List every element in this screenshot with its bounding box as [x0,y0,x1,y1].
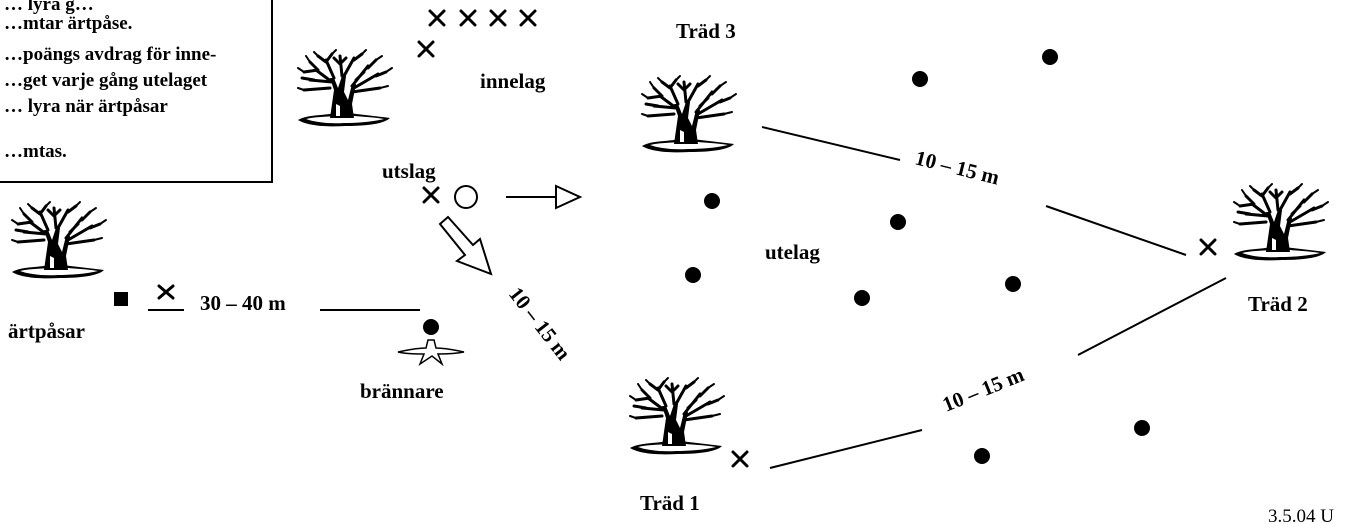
footer-text: 3.5.04 U [1268,506,1334,524]
tree-icon [1232,182,1330,262]
rules-line: … lyra när ärtpåsar [4,96,168,117]
player-cross-icon [428,9,446,27]
rules-line: … lyra g… [4,0,94,15]
beanbag-square-icon [114,292,128,306]
fielder-dot-icon [704,193,720,209]
batter-cross-icon [422,186,440,204]
distance-line [769,429,923,469]
base-cross-icon [1199,238,1217,256]
fielder-dot-icon [974,448,990,464]
player-cross-icon [459,9,477,27]
burner-player-icon [423,319,439,335]
rules-box: … lyra g… …mtar ärtpåse. …poängs avdrag … [0,0,273,183]
distance-line [1077,277,1227,356]
fielder-dot-icon [890,214,906,230]
beanbag-thrower-cross-icon [157,284,175,300]
trad2-label: Träd 2 [1248,292,1308,316]
rules-line: …mtar ärtpåse. [4,13,132,34]
tree-icon [640,74,738,154]
rules-line: …poängs avdrag för inne- [4,44,216,65]
artpasar-label: ärtpåsar [8,319,85,343]
fielder-dot-icon [1042,49,1058,65]
utelag-label: utelag [765,240,820,264]
distance-label: 30 – 40 m [200,291,286,315]
trad1-label: Träd 1 [640,491,700,515]
trad3-label: Träd 3 [676,19,736,43]
tree-icon [628,376,726,456]
fielder-dot-icon [1005,276,1021,292]
rules-line: …mtas. [4,141,67,162]
distance-label: 10 – 15 m [504,282,576,365]
base-cross-icon [731,450,749,468]
distance-line [1045,205,1187,256]
fielder-dot-icon [685,267,701,283]
player-cross-icon [417,40,435,58]
brannare-label: brännare [360,379,444,403]
burner-base-icon [397,339,465,367]
utelag-players [685,49,1150,464]
distance-label: 10 – 15 m [939,362,1028,417]
distance-line [761,126,901,161]
tree-icon [10,200,108,280]
ball-icon [454,185,478,209]
run-direction-arrow [438,215,493,276]
utslag-label: utslag [382,159,436,183]
fielder-dot-icon [912,71,928,87]
tree-icon [296,48,394,128]
player-cross-icon [519,9,537,27]
innelag-players [417,9,537,58]
fielder-dot-icon [854,290,870,306]
rules-line: …get varje gång utelaget [4,70,208,91]
innelag-label: innelag [480,69,546,93]
player-cross-icon [489,9,507,27]
distance-label: 10 – 15 m [913,146,1002,190]
hit-direction-arrow [506,184,583,210]
fielder-dot-icon [1134,420,1150,436]
